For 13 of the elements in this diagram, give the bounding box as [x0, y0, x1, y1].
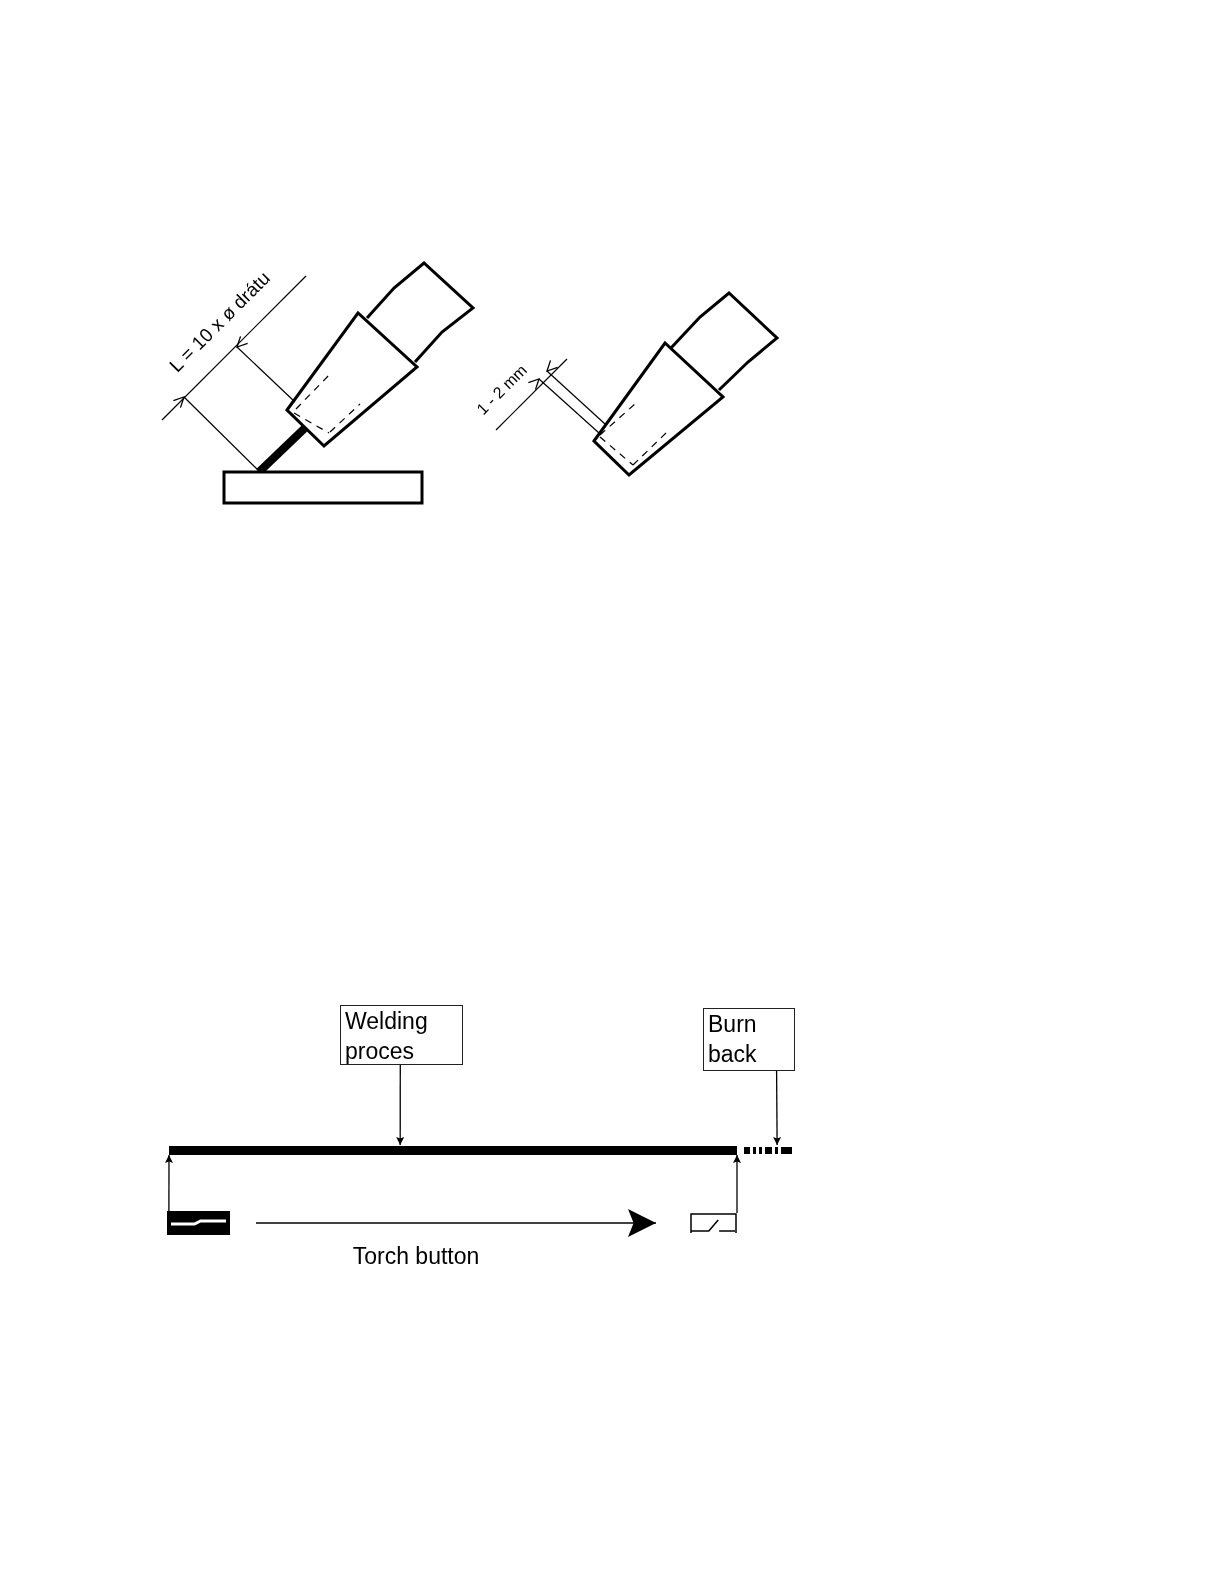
arrow	[733, 1154, 741, 1214]
arrow	[255, 1209, 657, 1237]
edge-label: Torch button	[352, 1243, 480, 1270]
arrow	[396, 1064, 405, 1146]
arrow	[773, 1070, 782, 1146]
closed-switch-icon	[167, 1211, 230, 1235]
callout-box: Welding proces	[340, 1005, 463, 1065]
dimension-label: 1 - 2 mm	[473, 361, 531, 419]
callout-box: Burn back	[703, 1008, 795, 1071]
arrow	[165, 1154, 173, 1212]
weld-time-bar	[169, 1146, 737, 1155]
burn-back-bar	[744, 1146, 792, 1155]
open-switch-icon	[690, 1213, 737, 1233]
